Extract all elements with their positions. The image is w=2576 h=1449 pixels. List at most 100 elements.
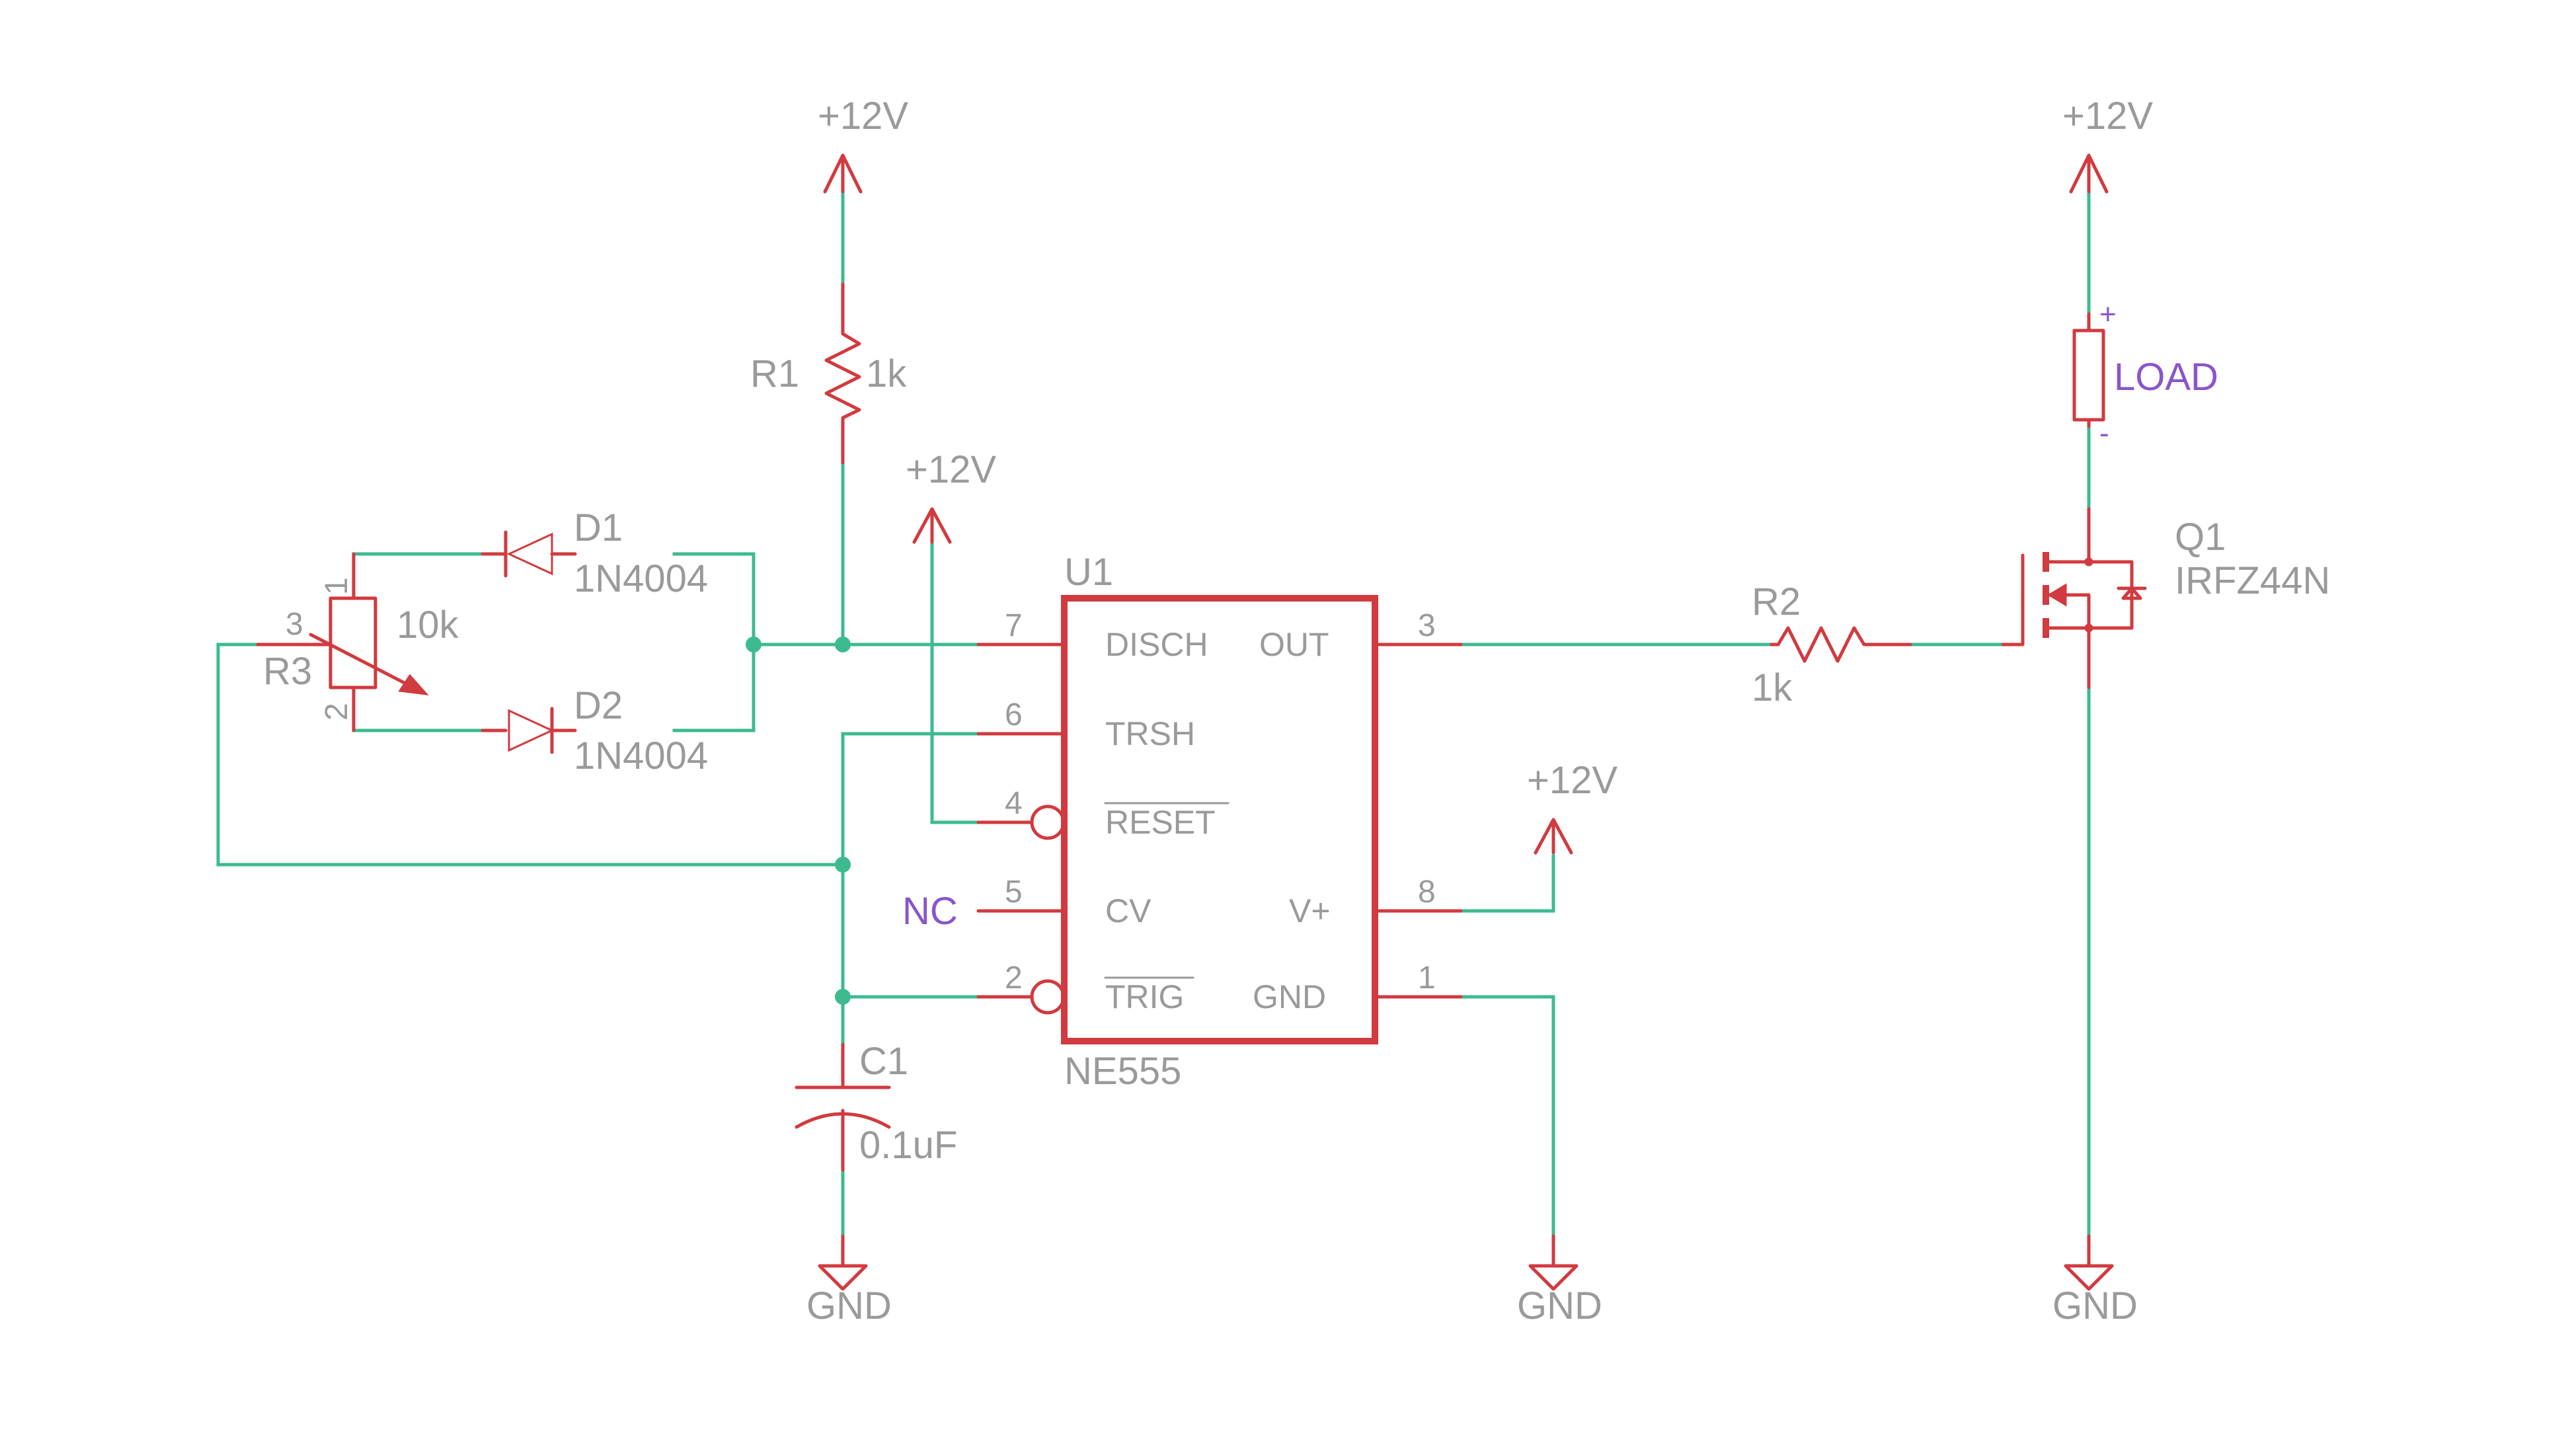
r3-pin2: 2: [319, 703, 354, 721]
trig-inversion-bubble-icon: [1030, 979, 1066, 1015]
r3-ref: R3: [263, 650, 312, 693]
pin-number: 4: [1005, 786, 1023, 821]
r2-ref: R2: [1752, 580, 1801, 623]
ground-label: GND: [806, 1284, 892, 1327]
pin-name-trsh: TRSH: [1105, 715, 1195, 752]
gnd-c1: GND: [806, 1234, 892, 1327]
load-minus: -: [2099, 417, 2109, 450]
supply-arrow-icon: [1534, 818, 1573, 855]
resistor-r2-icon: [1770, 626, 1912, 663]
r1-value: 1k: [866, 352, 907, 395]
ground-icon: [818, 1234, 868, 1291]
pin-name-cv: CV: [1105, 892, 1151, 929]
load-body: [2072, 329, 2105, 422]
d2-ref: D2: [574, 684, 623, 727]
diode-d1: D1 1N4004: [481, 506, 708, 600]
pin-name-out: OUT: [1259, 626, 1329, 663]
ground-label: GND: [1517, 1284, 1602, 1327]
pin-lines-right: [1373, 643, 1463, 999]
pin-name-disch: DISCH: [1105, 626, 1208, 663]
pin-name-reset: RESET: [1105, 804, 1216, 841]
mosfet-gate-icon: [2001, 553, 2025, 646]
diode-d2: D2 1N4004: [481, 684, 708, 777]
reset-inversion-bubble-icon: [1030, 804, 1066, 840]
pin-lines-left: [976, 643, 1066, 999]
load-plus: +: [2099, 298, 2117, 331]
load: LOAD + -: [2072, 298, 2218, 450]
pin-number: 3: [1418, 608, 1436, 643]
q1-ref: Q1: [2175, 516, 2226, 559]
nc-net-label: NC: [902, 890, 958, 933]
diode-d1-icon: [506, 532, 553, 576]
wire-reset: [930, 520, 980, 824]
u1-value: NE555: [1064, 1050, 1181, 1093]
supply-reset: +12V: [906, 448, 996, 544]
q1-value: IRFZ44N: [2175, 559, 2330, 602]
mosfet-q1: Q1 IRFZ44N: [2001, 507, 2330, 689]
mosfet-body-diode-icon: [2087, 560, 2147, 630]
pin-number: 8: [1418, 875, 1436, 910]
supply-arrow-icon: [912, 507, 952, 544]
wire-diode-loop: [672, 552, 756, 732]
d1-ref: D1: [574, 506, 623, 549]
capacitor-curved-plate-icon: [795, 1112, 891, 1129]
r2-value: 1k: [1752, 666, 1793, 709]
mosfet-node-icon: [2084, 623, 2093, 633]
c1-ref: C1: [859, 1040, 908, 1083]
pin-number: 5: [1005, 875, 1023, 910]
ground-icon: [1528, 1234, 1579, 1291]
pin-name-vplus: V+: [1289, 892, 1331, 929]
junction-dot: [746, 637, 761, 652]
ic-u1: U1 NE555 7 6 4 5 2 DISCH TRSH RESET CV T…: [976, 551, 1463, 1093]
pin-number: 6: [1005, 697, 1023, 732]
junction-dot: [835, 637, 851, 652]
wire-vplus: [1459, 854, 1555, 913]
supply-label: +12V: [818, 95, 908, 137]
load-label: LOAD: [2114, 356, 2218, 399]
gnd-mosfet: GND: [2052, 1234, 2138, 1327]
mosfet-node-icon: [2084, 557, 2093, 567]
capacitor-c1: C1 0.1uF: [795, 1040, 957, 1172]
ground-label: GND: [2052, 1284, 2138, 1327]
pin-number: 1: [1418, 960, 1436, 996]
potentiometer-r3: 3 1 2 10k R3: [256, 552, 459, 732]
potentiometer-arrow-icon: [309, 633, 422, 693]
r1-ref: R1: [750, 352, 799, 395]
pin-name-gnd: GND: [1253, 978, 1326, 1015]
mosfet-arrow-icon: [2047, 583, 2067, 607]
gnd-ic: GND: [1517, 1234, 1602, 1327]
wire-wiper: [216, 643, 845, 867]
pin-number: 7: [1005, 608, 1023, 643]
d2-value: 1N4004: [574, 734, 708, 777]
resistor-r1-icon: [824, 282, 861, 465]
supply-vplus: +12V: [1527, 759, 1618, 855]
supply-r1: +12V: [818, 95, 908, 194]
diode-d2-icon: [508, 709, 555, 752]
supply-arrow-icon: [2069, 153, 2109, 194]
wires: [216, 190, 2091, 1238]
resistor-r2: R2 1k: [1752, 580, 1912, 709]
r3-pin3: 3: [286, 607, 303, 642]
junctions: [746, 637, 851, 1005]
pin-name-trig: TRIG: [1105, 978, 1184, 1015]
supply-label: +12V: [2062, 95, 2153, 137]
c1-value: 0.1uF: [859, 1124, 957, 1167]
ground-icon: [2064, 1234, 2114, 1291]
supply-arrow-icon: [823, 153, 863, 194]
wire-gnd-pin: [1459, 995, 1555, 1238]
r3-value: 10k: [397, 604, 459, 646]
r3-pin1: 1: [319, 577, 354, 595]
potentiometer-arrowhead-icon: [398, 674, 429, 695]
supply-load: +12V: [2062, 95, 2153, 194]
potentiometer-icon: [256, 552, 356, 732]
u1-ref: U1: [1064, 551, 1113, 594]
pin-number: 2: [1005, 960, 1023, 996]
potentiometer-body: [329, 596, 377, 689]
junction-dot: [835, 989, 851, 1005]
supply-label: +12V: [1527, 759, 1618, 802]
d1-value: 1N4004: [574, 557, 708, 600]
junction-dot: [835, 857, 851, 873]
resistor-r1: R1 1k: [750, 282, 907, 465]
supply-label: +12V: [906, 448, 996, 491]
